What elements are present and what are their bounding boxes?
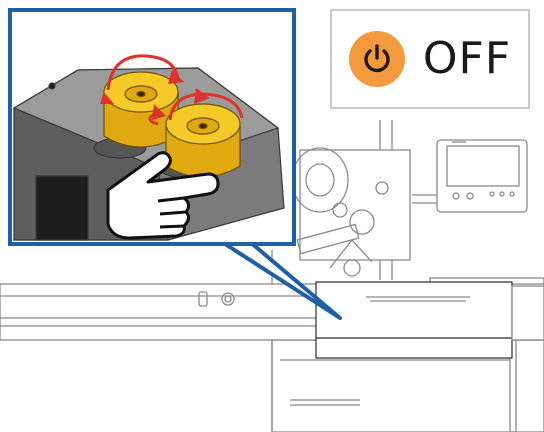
zoom-callout bbox=[8, 8, 296, 246]
power-icon bbox=[348, 31, 405, 87]
power-status-label: OFF bbox=[422, 33, 512, 84]
knob-left bbox=[103, 71, 179, 148]
power-status-badge: OFF bbox=[330, 9, 530, 109]
knob-right bbox=[165, 103, 241, 178]
hand-icon bbox=[106, 151, 220, 240]
